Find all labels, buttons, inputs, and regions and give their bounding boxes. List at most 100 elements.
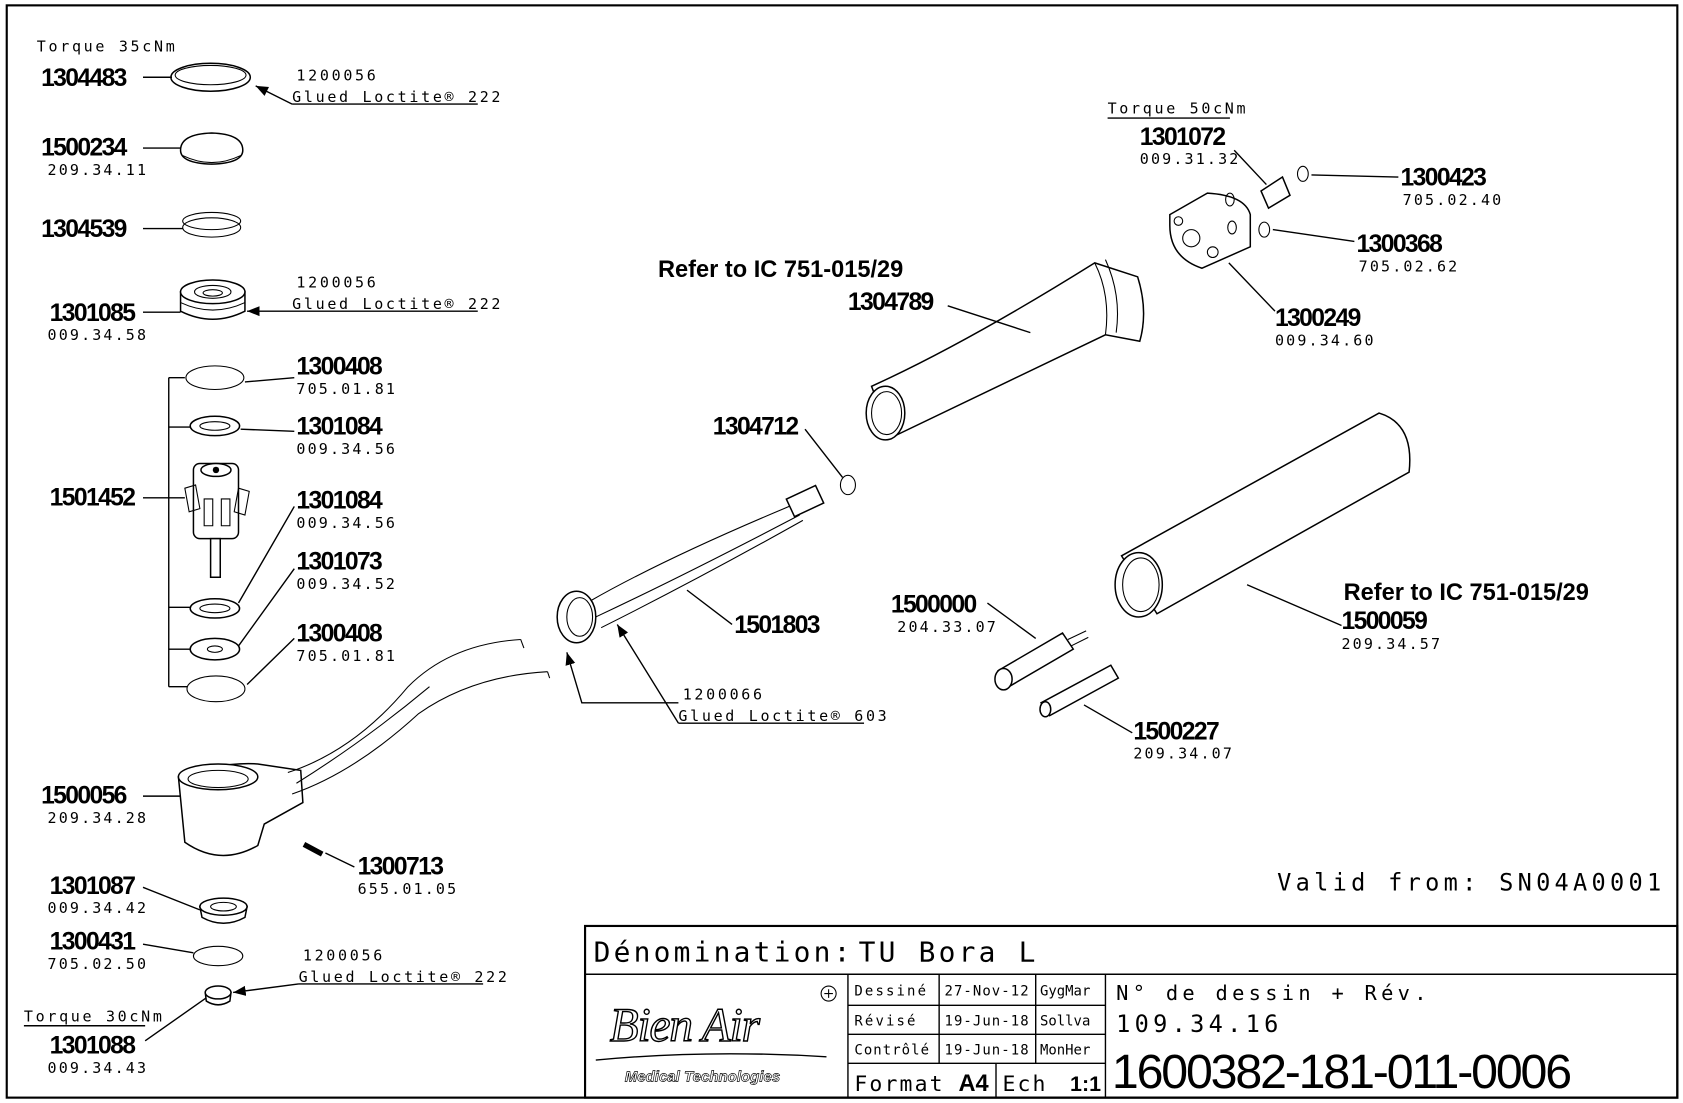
- glue-label: Glued Loctite® 603: [678, 707, 889, 725]
- part-1301088-drawing: [204, 985, 232, 1006]
- part-number-1300249: 1300249: [1275, 305, 1361, 332]
- torque-note-50: Torque 50cNm: [1108, 100, 1249, 118]
- part-1304789-sleeve-drawing: [865, 259, 1145, 441]
- part-code: 705.02.40: [1403, 191, 1504, 209]
- part-number-1300408: 1300408: [296, 353, 382, 380]
- part-number-1300431: 1300431: [50, 929, 137, 956]
- part-number-1501452: 1501452: [50, 484, 136, 511]
- denomination-label: Dénomination:: [594, 935, 854, 968]
- part-code: 204.33.07: [897, 618, 998, 636]
- row-author: MonHer: [1040, 1043, 1090, 1059]
- part-code: 209.34.07: [1133, 745, 1234, 763]
- svg-text:Bien Air: Bien Air: [610, 1000, 761, 1052]
- registered-mark-icon: [820, 985, 837, 1002]
- leader-lines: [23, 77, 1399, 1042]
- part-code: 209.34.57: [1341, 635, 1442, 653]
- part-1304483-drawing: [170, 62, 252, 92]
- part-code: 009.31.32: [1140, 150, 1241, 168]
- part-1500056-head-drawing: [177, 638, 551, 857]
- part-code: 705.02.62: [1359, 257, 1460, 275]
- part-1304712-oring-drawing: [839, 474, 856, 496]
- part-number-1300408: 1300408: [296, 621, 382, 648]
- glue-label: Glued Loctite® 222: [292, 88, 503, 106]
- part-code: 009.34.58: [48, 326, 149, 344]
- svg-text:Medical Technologies: Medical Technologies: [625, 1069, 780, 1086]
- part-number-1301088: 1301088: [50, 1033, 136, 1060]
- bien-air-logo: Bien Air Medical Technologies: [595, 985, 837, 1086]
- part-1304539-drawing: [182, 211, 242, 238]
- part-1500234-drawing: [179, 132, 244, 165]
- part-number-1500234: 1500234: [41, 135, 128, 162]
- part-number-1500056: 1500056: [41, 783, 127, 810]
- drawing-number: 1600382-181-011-0006: [1112, 1045, 1570, 1099]
- part-number-1301072: 1301072: [1140, 124, 1226, 151]
- glue-id: 1200056: [303, 946, 385, 964]
- glue-id: 1200056: [296, 66, 378, 84]
- row-label: Contrôlé: [854, 1043, 930, 1059]
- part-code: 009.34.56: [296, 514, 397, 532]
- drawing-reference: 109.34.16: [1116, 1010, 1282, 1038]
- scale-value: 1:1: [1070, 1072, 1101, 1096]
- part-1301085-drawing: [179, 279, 246, 320]
- row-label: Révisé: [854, 1014, 917, 1030]
- part-1301087-drawing: [198, 897, 248, 925]
- refer-note: Refer to IC 751-015/29: [1344, 580, 1589, 606]
- part-1500059-tube-drawing: [1114, 412, 1411, 618]
- glue-label: Glued Loctite® 222: [292, 295, 503, 313]
- glue-id: 1200066: [683, 686, 765, 704]
- row-label: Dessiné: [854, 984, 928, 1000]
- part-number-1500227: 1500227: [1133, 718, 1219, 745]
- part-code: 655.01.05: [358, 880, 459, 898]
- part-number-1304712: 1304712: [713, 414, 799, 441]
- part-number-1304539: 1304539: [41, 216, 127, 243]
- part-number-1301073: 1301073: [296, 549, 382, 576]
- part-number-1301085: 1301085: [50, 300, 137, 327]
- torque-note-30: Torque 30cNm: [24, 1007, 165, 1025]
- part-code: 705.01.81: [296, 647, 397, 665]
- title-block: Dénomination: TU Bora L Bien Air Medical…: [583, 924, 1679, 1099]
- glue-id: 1200056: [296, 274, 378, 292]
- drawing-number-label: N° de dessin + Rév.: [1116, 981, 1431, 1005]
- part-1300713-pin-drawing: [302, 842, 324, 857]
- part-number-1500000: 1500000: [891, 592, 977, 619]
- part-number-1301087: 1301087: [50, 873, 136, 900]
- part-number-1501803: 1501803: [734, 612, 820, 639]
- part-code: 009.34.56: [296, 440, 397, 458]
- part-number-1300368: 1300368: [1357, 231, 1443, 258]
- denomination-value: TU Bora L: [859, 935, 1039, 968]
- part-number-1304789: 1304789: [848, 289, 934, 316]
- part-1301072-drawing: [1225, 165, 1309, 238]
- row-date: 19-Jun-18: [945, 1043, 1030, 1059]
- glue-label: Glued Loctite® 222: [299, 968, 510, 986]
- part-code: 009.34.43: [48, 1059, 149, 1077]
- format-label: Format: [854, 1072, 944, 1097]
- part-code: 009.34.52: [296, 575, 397, 593]
- part-code: 009.34.60: [1275, 331, 1376, 349]
- torque-note-35: Torque 35cNm: [37, 38, 178, 56]
- part-1500227-drawing: [1039, 664, 1120, 718]
- part-number-1301084: 1301084: [296, 488, 383, 515]
- part-number-1301084: 1301084: [296, 414, 383, 441]
- part-number-1300423: 1300423: [1401, 165, 1487, 192]
- row-date: 19-Jun-18: [945, 1014, 1030, 1030]
- part-code: 705.02.50: [48, 955, 149, 973]
- part-code: 705.01.81: [296, 380, 397, 398]
- part-1501803-tubes-drawing: [556, 484, 825, 644]
- format-value: A4: [958, 1071, 988, 1097]
- part-code: 009.34.42: [48, 899, 149, 917]
- row-author: GygMar: [1040, 984, 1090, 1000]
- part-number-1304483: 1304483: [41, 65, 127, 92]
- bearing-stack-drawing: [168, 365, 250, 703]
- part-code: 209.34.28: [48, 809, 149, 827]
- part-1300431-drawing: [192, 945, 244, 967]
- row-author: Sollva: [1040, 1014, 1090, 1030]
- part-number-1300713: 1300713: [358, 853, 444, 880]
- part-code: 209.34.11: [48, 161, 149, 179]
- part-1300249-backcap-drawing: [1169, 192, 1252, 270]
- scale-label: Ech: [1002, 1072, 1047, 1097]
- valid-from-note: Valid from: SN04A0001: [1277, 869, 1665, 897]
- refer-note: Refer to IC 751-015/29: [658, 257, 903, 283]
- part-1500000-drawing: [994, 630, 1089, 691]
- row-date: 27-Nov-12: [945, 984, 1030, 1000]
